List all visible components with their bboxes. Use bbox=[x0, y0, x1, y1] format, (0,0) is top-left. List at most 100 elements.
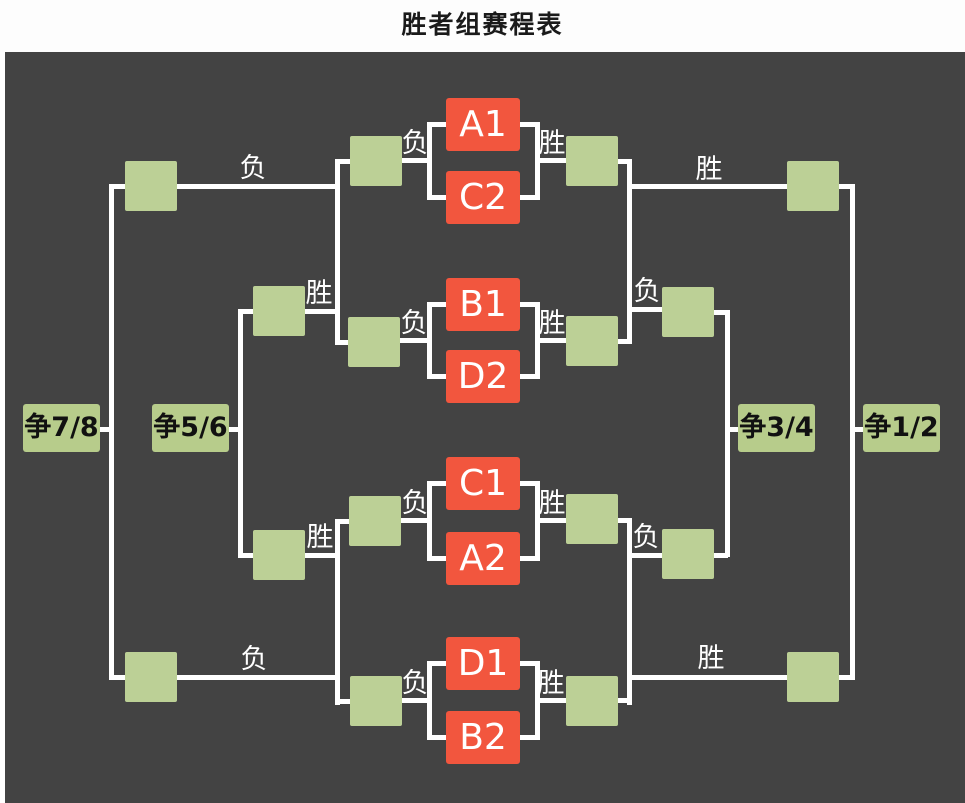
edge-label-win-to-5-6-bottom: 胜 bbox=[306, 522, 334, 553]
bracket-line bbox=[109, 184, 114, 680]
title-bar: 胜者组赛程表 bbox=[0, 0, 965, 52]
node-to-1-2-bottom bbox=[787, 652, 839, 702]
bracket-line bbox=[335, 519, 340, 705]
bracket-line bbox=[427, 122, 446, 127]
bracket-line bbox=[427, 374, 446, 379]
bracket-line bbox=[335, 519, 351, 524]
bracket-line bbox=[837, 184, 853, 189]
node-to-7-8-bottom bbox=[125, 652, 177, 702]
team-box-a1: A1 bbox=[446, 98, 520, 151]
bracket-line bbox=[400, 698, 429, 703]
bracket-line bbox=[616, 518, 632, 523]
bracket-line bbox=[427, 195, 446, 200]
bracket-line bbox=[520, 481, 540, 486]
edge-label-lose-b1d2: 负 bbox=[400, 308, 428, 339]
bracket-line bbox=[175, 675, 340, 680]
edge-label-win-a1c2: 胜 bbox=[538, 128, 566, 159]
bracket-line bbox=[837, 675, 853, 680]
bracket-line bbox=[627, 307, 665, 312]
bracket-line bbox=[535, 338, 568, 343]
team-box-c2: C2 bbox=[446, 171, 520, 224]
bracket-line bbox=[400, 338, 429, 343]
bracket-line bbox=[616, 698, 632, 703]
bracket-line bbox=[427, 302, 432, 379]
node-to-3-4-top bbox=[662, 287, 714, 337]
bracket-line bbox=[238, 553, 256, 558]
node-loser-a1c2 bbox=[350, 136, 402, 186]
node-loser-c1a2 bbox=[349, 496, 401, 546]
bracket-line bbox=[175, 184, 340, 189]
edge-label-win-b1d2: 胜 bbox=[538, 308, 566, 339]
node-winner-b1d2 bbox=[566, 316, 618, 366]
bracket-line bbox=[427, 481, 432, 561]
bracket-line bbox=[712, 553, 728, 558]
bracket-line bbox=[335, 699, 352, 704]
bracket-line bbox=[238, 309, 256, 314]
bracket-line bbox=[535, 158, 568, 163]
node-to-1-2-top bbox=[787, 161, 839, 211]
edge-label-lose-to-3-4-bottom: 负 bbox=[632, 522, 660, 553]
bracket-line bbox=[627, 518, 632, 705]
placement-box-3-4: 争3/4 bbox=[738, 404, 815, 452]
placement-box-1-2: 争1/2 bbox=[863, 404, 940, 452]
bracket-line bbox=[427, 122, 432, 200]
bracket-line bbox=[850, 184, 855, 680]
bracket-line bbox=[627, 184, 789, 189]
bracket-line bbox=[109, 675, 127, 680]
node-loser-b1d2 bbox=[348, 317, 400, 367]
bracket-line bbox=[427, 302, 446, 307]
bracket-line bbox=[712, 310, 728, 315]
placement-box-7-8: 争7/8 bbox=[23, 404, 100, 452]
bracket-line bbox=[627, 675, 789, 680]
bracket-line bbox=[427, 661, 446, 666]
page-title: 胜者组赛程表 bbox=[401, 10, 564, 39]
team-box-d1: D1 bbox=[446, 637, 520, 690]
node-to-3-4-bottom bbox=[662, 529, 714, 579]
edge-label-win-to-5-6-top: 胜 bbox=[305, 278, 333, 309]
bracket-line bbox=[520, 122, 540, 127]
bracket-line bbox=[109, 184, 127, 189]
bracket-line bbox=[303, 309, 340, 314]
bracket-line bbox=[335, 159, 352, 164]
node-to-5-6-top bbox=[253, 286, 305, 336]
bracket-line bbox=[725, 427, 739, 432]
bracket-line bbox=[427, 735, 446, 740]
bracket-line bbox=[238, 309, 243, 558]
edge-label-lose-to-3-4-top: 负 bbox=[633, 276, 661, 307]
bracket-line bbox=[616, 159, 632, 164]
edge-label-win-to-1-2-top: 胜 bbox=[695, 154, 723, 185]
edge-label-win-d1b2: 胜 bbox=[537, 668, 565, 699]
bracket-line bbox=[520, 195, 540, 200]
bracket-line bbox=[627, 159, 632, 344]
team-box-b2: B2 bbox=[446, 711, 520, 764]
bracket-line bbox=[627, 553, 665, 558]
bracket-line bbox=[535, 698, 568, 703]
bracket-line bbox=[535, 518, 568, 523]
bracket-line bbox=[520, 735, 540, 740]
bracket-line bbox=[335, 159, 340, 345]
node-winner-d1b2 bbox=[566, 676, 618, 726]
edge-label-lose-c1a2: 负 bbox=[401, 488, 429, 519]
team-box-d2: D2 bbox=[446, 350, 520, 403]
bracket-line bbox=[400, 158, 429, 163]
team-box-a2: A2 bbox=[446, 532, 520, 585]
bracket-line bbox=[100, 427, 113, 432]
placement-box-5-6: 争5/6 bbox=[152, 404, 229, 452]
team-box-c1: C1 bbox=[446, 457, 520, 510]
node-winner-c1a2 bbox=[566, 494, 618, 544]
bracket-line bbox=[229, 427, 242, 432]
edge-label-lose-a1c2: 负 bbox=[401, 128, 429, 159]
node-winner-a1c2 bbox=[566, 136, 618, 186]
edge-label-lose-to-7-8-top: 负 bbox=[239, 153, 267, 184]
node-to-5-6-bottom bbox=[253, 530, 305, 580]
bracket-line bbox=[303, 553, 340, 558]
bracket-line bbox=[520, 556, 540, 561]
bracket-line bbox=[427, 481, 446, 486]
bracket-line bbox=[850, 427, 864, 432]
bracket-line bbox=[520, 661, 540, 666]
bracket-line bbox=[399, 518, 429, 523]
bracket-line bbox=[427, 556, 446, 561]
bracket-line bbox=[335, 340, 350, 345]
bracket-line bbox=[520, 302, 540, 307]
